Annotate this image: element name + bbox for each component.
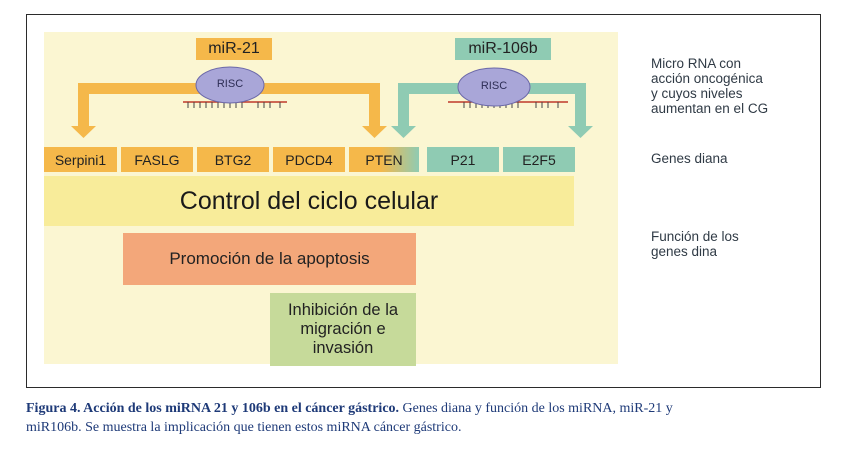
caption-line-1-rest: Genes diana y función de los miRNA, miR-…: [399, 401, 673, 416]
function-note-line-1: Función de los: [651, 229, 739, 244]
gene-btg2: BTG2: [197, 147, 269, 172]
risc-label-left: RISC: [216, 78, 244, 90]
micro-note-line-2: acción oncogénica: [651, 71, 763, 86]
risc-complex-left: [183, 66, 287, 108]
mir21-label: miR-21: [196, 38, 272, 60]
micro-note-line-3: y cuyos niveles: [651, 86, 743, 101]
function-note: Función de los genes dina: [651, 229, 739, 259]
migration-line-1: Inhibición de la: [287, 301, 399, 319]
cell-cycle-control-bar: Control del ciclo celular: [44, 176, 574, 226]
gene-pdcd4: PDCD4: [273, 147, 345, 172]
gene-pten: PTEN: [349, 147, 419, 172]
micro-note-line-4: aumentan en el CG: [651, 101, 769, 116]
micro-rna-note: Micro RNA con acción oncogénica y cuyos …: [651, 56, 768, 116]
genes-target-note: Genes diana: [651, 151, 728, 166]
migration-inhibition-box: Inhibición de la migración e invasión: [270, 293, 416, 366]
risc-complex-right: [448, 67, 568, 108]
risc-label-right: RISC: [480, 80, 508, 92]
gene-faslg: FASLG: [121, 147, 193, 172]
gene-serpini1: Serpini1: [44, 147, 117, 172]
apoptosis-promotion-box: Promoción de la apoptosis: [123, 233, 416, 285]
migration-line-3: invasión: [312, 339, 374, 357]
caption-line-2: miR106b. Se muestra la implicación que t…: [26, 420, 462, 435]
migration-line-2: migración e: [300, 320, 386, 338]
caption-title: Figura 4. Acción de los miRNA 21 y 106b …: [26, 401, 400, 416]
caption-line-1: Figura 4. Acción de los miRNA 21 y 106b …: [26, 399, 826, 418]
figure-caption: Figura 4. Acción de los miRNA 21 y 106b …: [26, 399, 826, 437]
micro-note-line-1: Micro RNA con: [651, 56, 742, 71]
function-note-line-2: genes dina: [651, 244, 718, 259]
mir106b-label: miR-106b: [455, 38, 551, 60]
gene-e2f5: E2F5: [503, 147, 575, 172]
gene-p21: P21: [427, 147, 499, 172]
